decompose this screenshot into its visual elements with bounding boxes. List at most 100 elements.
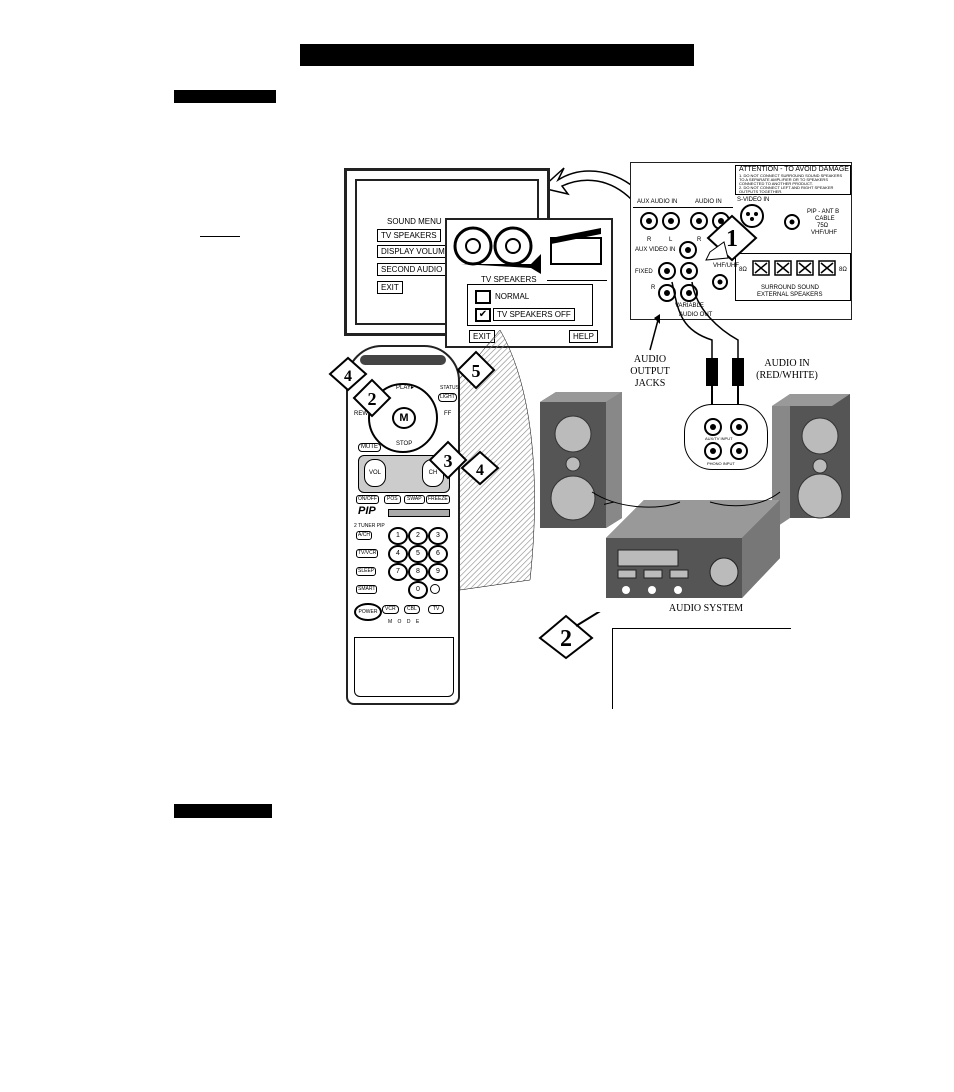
step-badge-2-system: 2 xyxy=(538,612,601,660)
mute-button[interactable]: MUTE xyxy=(358,443,381,452)
variable-label: VARIABLE xyxy=(675,303,704,309)
aux-audio-in-label: AUX AUDIO IN xyxy=(637,199,678,205)
ohm-8-left: 8Ω xyxy=(739,267,747,273)
pip-ant-label: PIP - ANT B xyxy=(807,209,840,215)
subheading-bar-top xyxy=(174,90,276,103)
svg-text:2: 2 xyxy=(560,626,572,652)
key-4[interactable]: 4 xyxy=(388,545,408,563)
audio-in-callout: AUDIO IN (RED/WHITE) xyxy=(756,358,818,381)
status-label: STATUS xyxy=(440,385,459,391)
attention-title: ATTENTION - TO AVOID DAMAGE xyxy=(739,166,849,173)
vhf-uhf-pip-label: VHF/UHF xyxy=(811,230,837,236)
normal-option-label: NORMAL xyxy=(495,292,530,301)
left-key-3[interactable]: SLEEP xyxy=(356,567,377,576)
pip-pos-button[interactable]: POS xyxy=(384,495,401,504)
mode-tv-button[interactable]: TV xyxy=(428,605,445,614)
svg-text:3: 3 xyxy=(444,451,453,471)
key-2[interactable]: 2 xyxy=(408,527,428,545)
margin-dash xyxy=(200,236,240,237)
ff-label: FF xyxy=(444,411,452,417)
attention-box xyxy=(735,165,851,195)
reel-icon xyxy=(453,226,602,274)
option-box xyxy=(467,284,593,326)
speaker-terminals-icon xyxy=(752,260,836,276)
left-key-4[interactable]: SMART xyxy=(356,585,378,594)
mode-vcr-button[interactable]: VCR xyxy=(382,605,399,614)
aux-video-jack-icon xyxy=(679,241,697,259)
receiver-input-panel: AUX/TV INPUT PHONO INPUT xyxy=(684,404,768,470)
submenu-title-line xyxy=(547,280,607,281)
surround-label-2: EXTERNAL SPEAKERS xyxy=(757,292,823,298)
normal-checkbox[interactable] xyxy=(475,290,491,304)
attention-line: CONNECTED TO ANOTHER PRODUCT. xyxy=(739,181,813,186)
menu-item-display-volume[interactable]: DISPLAY VOLUME xyxy=(377,245,455,258)
svg-text:5: 5 xyxy=(472,361,481,381)
submenu-help-button[interactable]: HELP xyxy=(569,330,598,343)
key-5[interactable]: 5 xyxy=(408,545,428,563)
key-0[interactable]: 0 xyxy=(408,581,428,599)
key-3[interactable]: 3 xyxy=(428,527,448,545)
audio-system-label: AUDIO SYSTEM xyxy=(668,603,744,614)
menu-m-button[interactable]: M xyxy=(392,407,416,429)
audio-cables-icon xyxy=(649,281,744,408)
ohm-8-right: 8Ω xyxy=(839,267,847,273)
cable-label: CABLE xyxy=(815,216,835,222)
surround-label-1: SURROUND SOUND xyxy=(761,285,820,291)
sound-menu-label: SOUND MENU xyxy=(387,217,442,226)
step-badge-2-remote: 2 xyxy=(352,378,392,418)
audio-output-jacks-callout: AUDIO OUTPUT JACKS xyxy=(630,354,670,389)
step-badge-4-bottom: 4 xyxy=(460,450,500,486)
jack-row-divider xyxy=(633,207,733,208)
beam-shading-icon xyxy=(449,330,535,591)
jack-l-label: L xyxy=(669,237,673,243)
phono-input-label: PHONO INPUT xyxy=(707,461,735,466)
attention-line: OUTPUTS TOGETHER. xyxy=(739,189,783,194)
svideo-jack-icon xyxy=(740,204,764,228)
key-9[interactable]: 9 xyxy=(428,563,448,581)
pip-freeze-button[interactable]: FREEZE xyxy=(426,495,450,504)
left-key-2[interactable]: TV/VCR xyxy=(356,549,379,558)
curved-arrow-icon xyxy=(540,167,636,202)
auxtv-input-label: AUX/TV INPUT xyxy=(705,436,733,441)
receiver-jacks-icon xyxy=(704,418,748,460)
vhf-uhf-label: VHF/UHF xyxy=(713,263,739,269)
menu-item-exit[interactable]: EXIT xyxy=(377,281,403,294)
submenu-title: TV SPEAKERS xyxy=(481,275,537,284)
key-8[interactable]: 8 xyxy=(408,563,428,581)
menu-item-tv-speakers[interactable]: TV SPEAKERS xyxy=(377,229,441,242)
ohms-label: 75Ω xyxy=(817,223,829,229)
speaker-wires-icon xyxy=(591,491,781,508)
subheading-bar-bottom xyxy=(174,804,272,818)
attention-line: 1. DO NOT CONNECT SURROUND SOUND SPEAKER… xyxy=(739,173,843,178)
remote-top-bar xyxy=(360,355,446,365)
left-key-1[interactable]: A/CH xyxy=(356,531,372,540)
surround-box xyxy=(735,253,851,301)
speakers-off-option-label[interactable]: TV SPEAKERS OFF xyxy=(493,308,575,321)
key-6[interactable]: 6 xyxy=(428,545,448,563)
play-label: PLAY▸ xyxy=(396,385,414,391)
key-7[interactable]: 7 xyxy=(388,563,408,581)
small-round-key[interactable] xyxy=(430,584,440,594)
pip-bar xyxy=(388,509,450,517)
mode-cbl-button[interactable]: CBL xyxy=(404,605,420,614)
menu-item-second-audio[interactable]: SECOND AUDIO PR xyxy=(377,263,460,276)
audio-in-label: AUDIO IN xyxy=(695,199,722,205)
svg-text:4: 4 xyxy=(344,368,352,385)
step-badge-3: 3 xyxy=(428,440,468,480)
jack-r2-label: R xyxy=(697,237,702,243)
attention-line: TO A SEPARATE AMPLIFIER OR TO SPEAKERS xyxy=(739,177,828,182)
left-speaker-icon xyxy=(540,392,622,528)
tuner-pip-label: 2 TUNER PIP xyxy=(354,523,385,529)
out-r-label: R xyxy=(651,285,656,291)
pip-onoff-button[interactable]: ON/OFF xyxy=(356,495,379,504)
vhf-connector-icon xyxy=(712,274,728,290)
key-1[interactable]: 1 xyxy=(388,527,408,545)
speakers-off-checkbox[interactable]: ✔ xyxy=(475,308,491,322)
step-badge-4-top: 4 xyxy=(328,356,368,392)
tv-speakers-submenu: TV SPEAKERS NORMAL ✔ TV SPEAKERS OFF EXI… xyxy=(445,218,613,348)
pip-swap-button[interactable]: SWAP xyxy=(404,495,425,504)
power-button[interactable]: POWER xyxy=(354,603,382,621)
vol-button[interactable]: VOL xyxy=(364,459,386,487)
light-button[interactable]: LIGHT xyxy=(438,393,457,402)
attention-line: 2. DO NOT CONNECT LEFT AND RIGHT SPEAKER xyxy=(739,185,834,190)
